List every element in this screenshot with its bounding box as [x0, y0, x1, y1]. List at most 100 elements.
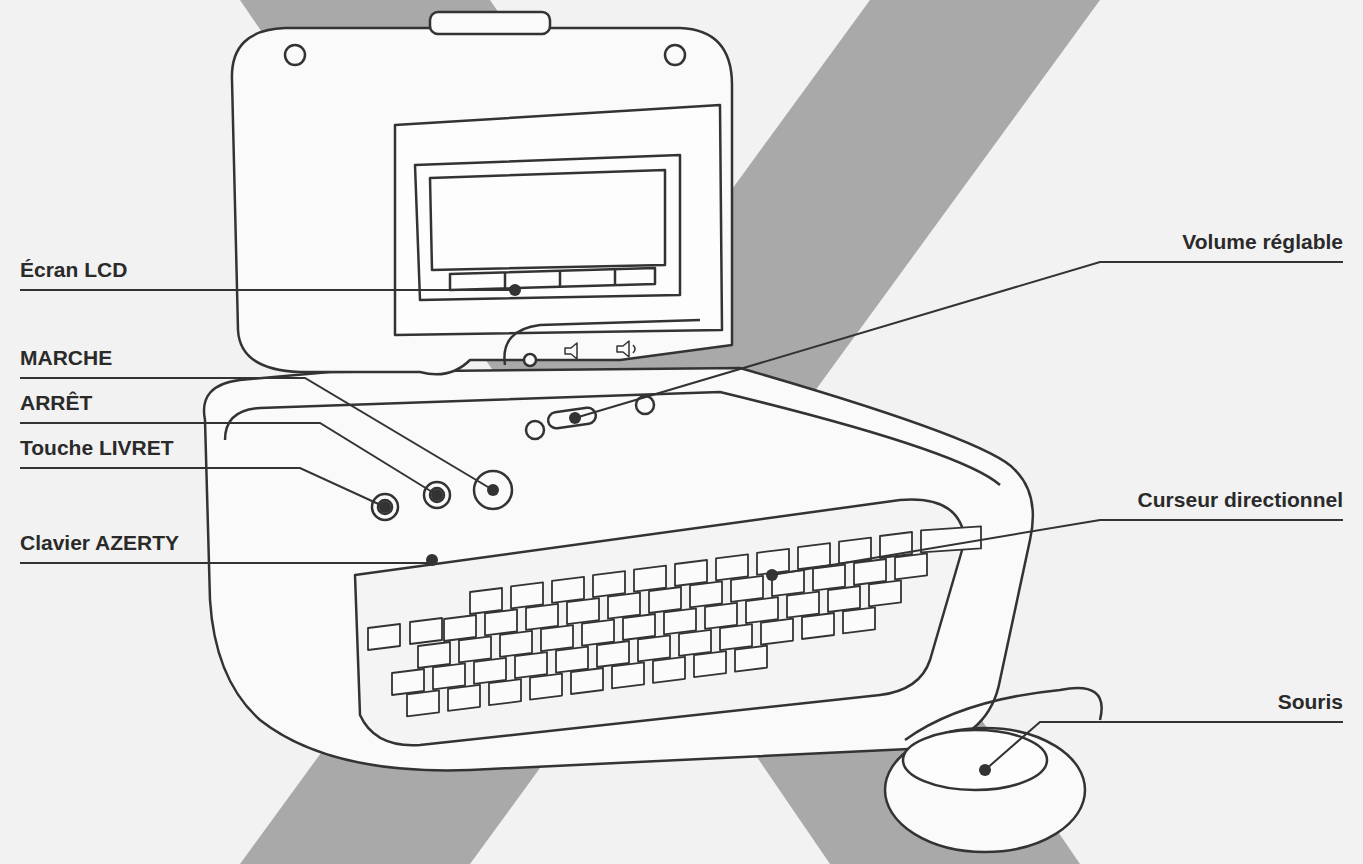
keyboard-key	[541, 625, 573, 651]
part-label: Souris	[1278, 690, 1343, 714]
keyboard-key	[410, 618, 442, 644]
keyboard-key	[653, 657, 685, 683]
keyboard-key	[500, 631, 532, 657]
keyboard-key	[813, 565, 845, 591]
part-label: Clavier AZERTY	[20, 531, 179, 555]
lcd-segment	[614, 269, 617, 285]
laptop-lid	[232, 28, 732, 374]
lid-screw	[665, 45, 685, 65]
keyboard-key	[608, 593, 640, 619]
speaker-icon	[565, 343, 577, 359]
laptop-drawing	[204, 12, 1102, 852]
keyboard-key	[597, 641, 629, 667]
leader-line	[772, 520, 1343, 575]
keyboard-key	[444, 615, 476, 641]
keyboard-key	[459, 636, 491, 662]
keyboard-well	[355, 500, 965, 746]
keyboard-key	[869, 580, 901, 606]
keyboard-key	[556, 647, 588, 673]
part-label: MARCHE	[20, 346, 112, 370]
keyboard-key	[843, 607, 875, 633]
lid-screw	[285, 45, 305, 65]
keyboard-key	[638, 635, 670, 661]
keyboard-key	[720, 624, 752, 650]
keyboard-key	[802, 613, 834, 639]
keyboard-key	[679, 630, 711, 656]
keyboard-key	[828, 586, 860, 612]
keyboard-key	[664, 608, 696, 634]
part-label: Curseur directionnel	[1138, 488, 1343, 512]
screen-bezel	[395, 105, 722, 335]
stop-button	[430, 488, 444, 502]
lcd-segment	[504, 272, 507, 288]
leader-line	[575, 262, 1343, 418]
keyboard-key	[634, 566, 666, 592]
lcd-status-bar	[450, 268, 655, 290]
keyboard-key	[448, 685, 480, 711]
keyboard-key	[731, 576, 763, 602]
leader-dots	[379, 284, 991, 776]
keyboard-key	[489, 679, 521, 705]
leader-dot	[766, 569, 778, 581]
speaker-icon	[617, 341, 635, 357]
keyboard-key	[526, 604, 558, 630]
keyboard-key	[530, 674, 562, 700]
leader-dot	[509, 284, 521, 296]
keyboard-key	[787, 592, 819, 618]
leader-dot	[431, 489, 443, 501]
part-label: ARRÊT	[20, 391, 92, 415]
keyboard-key	[593, 571, 625, 597]
mouse-button	[903, 730, 1047, 790]
leader-line	[20, 423, 437, 495]
lid-latch	[430, 12, 550, 34]
keyboard-key	[515, 652, 547, 678]
leader-dot	[379, 501, 391, 513]
part-label: Écran LCD	[20, 258, 127, 282]
leader-line	[20, 560, 432, 563]
speaker-panel	[504, 320, 700, 365]
keyboard-key	[690, 581, 722, 607]
keyboard-key	[746, 597, 778, 623]
keyboard-key	[511, 582, 543, 608]
keyboard-key	[567, 598, 599, 624]
leader-line	[20, 378, 493, 490]
leader-line	[20, 468, 385, 507]
part-label: Touche LIVRET	[20, 436, 174, 460]
keyboard-key	[895, 553, 927, 579]
lcd-frame	[415, 155, 680, 300]
speaker-hole	[524, 354, 536, 366]
keyboard-key	[485, 609, 517, 635]
keyboard-key	[571, 668, 603, 694]
leader-line	[20, 289, 515, 291]
keyboard-key	[649, 587, 681, 613]
livret-button	[378, 500, 392, 514]
leader-dot	[487, 484, 499, 496]
mouse-body	[885, 728, 1085, 852]
leader-dot	[426, 554, 438, 566]
volume-slider	[547, 407, 597, 430]
keyboard-key	[474, 658, 506, 684]
keyboard-key	[470, 588, 502, 614]
keyboard-key	[612, 662, 644, 688]
keyboard-key	[418, 642, 450, 668]
keyboard-key	[368, 624, 400, 650]
leader-line	[985, 722, 1343, 770]
part-label: Volume réglable	[1182, 230, 1343, 254]
keyboard-key	[854, 559, 886, 585]
keyboard-key	[623, 614, 655, 640]
keyboard-key	[675, 560, 707, 586]
keyboard-key	[705, 603, 737, 629]
power-button	[474, 471, 512, 509]
keyboard-key	[392, 669, 424, 695]
keyboard-key	[552, 577, 584, 603]
keyboard-key	[407, 690, 439, 716]
stop-button	[424, 482, 450, 508]
keyboard-key	[433, 663, 465, 689]
leader-lines	[20, 262, 1343, 770]
lcd-screen	[430, 170, 665, 270]
leader-dot	[569, 412, 581, 424]
keyboard-key	[582, 620, 614, 646]
